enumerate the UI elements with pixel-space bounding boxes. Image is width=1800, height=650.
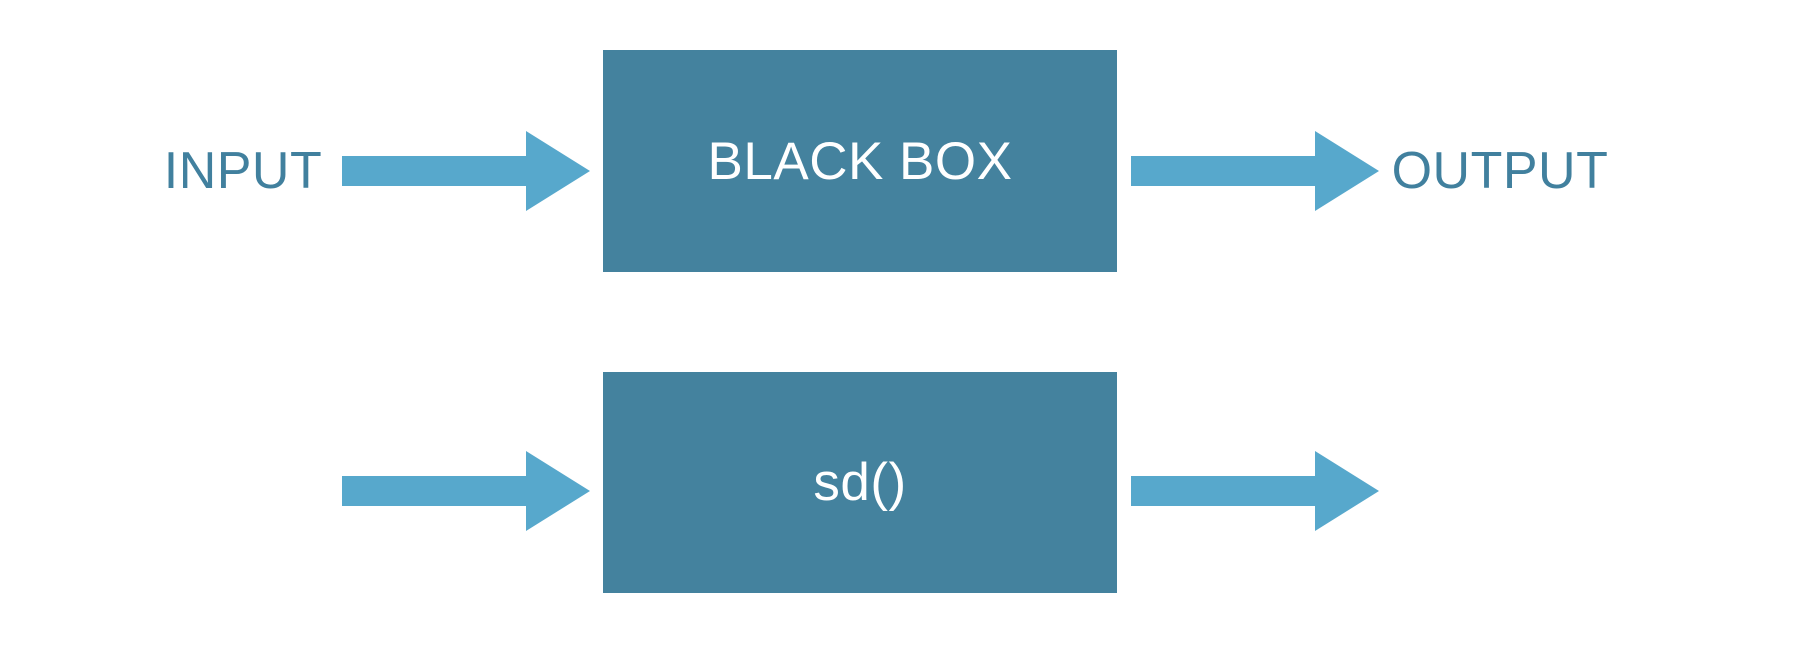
sd-function-node: sd() (603, 372, 1117, 593)
arrow-right-icon (1131, 131, 1379, 211)
arrow-head (526, 131, 590, 211)
arrow-head (526, 451, 590, 531)
sd-function-label: sd() (813, 453, 907, 512)
arrow-right-icon (342, 451, 590, 531)
arrow-shaft (1131, 156, 1315, 186)
output-label: OUTPUT (1391, 142, 1609, 200)
input-label: INPUT (163, 142, 323, 200)
arrow-head (1315, 451, 1379, 531)
black-box-label: BLACK BOX (707, 131, 1013, 191)
arrow-right-icon (342, 131, 590, 211)
arrow-head (1315, 131, 1379, 211)
arrow-right-icon (1131, 451, 1379, 531)
black-box-node: BLACK BOX (603, 50, 1117, 272)
arrow-shaft (342, 156, 526, 186)
arrow-shaft (342, 476, 526, 506)
arrow-shaft (1131, 476, 1315, 506)
